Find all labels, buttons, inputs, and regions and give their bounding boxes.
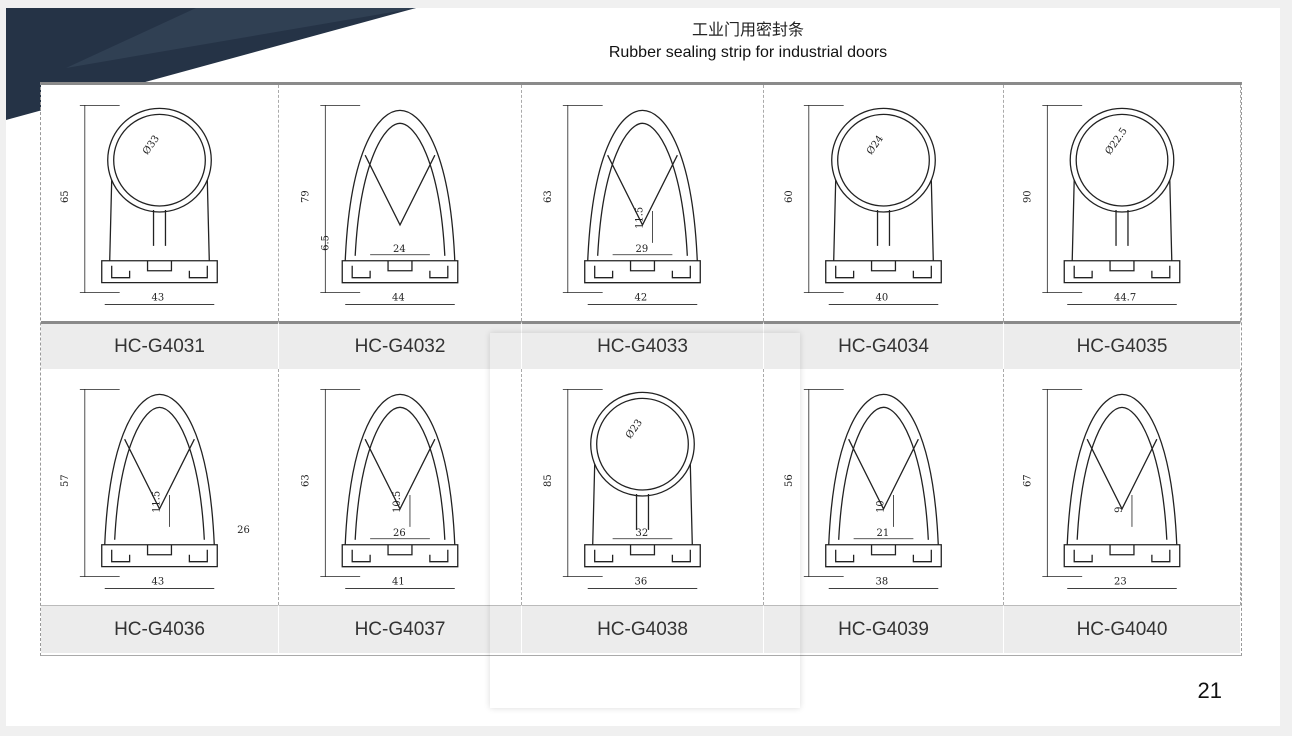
gap-dimension: 6.5 [320,235,331,251]
product-drawing-hc-g4039: 56 38 21 10 [764,369,1004,605]
slot-dimension: 10 [876,500,887,513]
profile-drawing: 56 38 21 10 [784,389,942,589]
diameter-dimension: Ø24 [865,134,886,157]
profile-drawing: 65 43 Ø33 [60,105,218,305]
profile-drawing: 57 43 11.5 26 [60,389,250,589]
width-dimension: 43 [152,577,165,588]
inner-dimension: 26 [393,528,406,539]
product-drawing-hc-g4038: 85 36 Ø23 32 [522,369,764,605]
product-code-label: HC-G4037 [279,605,522,653]
inner-dimension: 32 [636,528,649,539]
height-dimension: 79 [300,190,311,203]
height-dimension: 57 [60,474,71,487]
diameter-dimension: Ø23 [624,418,645,441]
width-dimension: 23 [1114,577,1127,588]
diameter-dimension: Ø22.5 [1103,126,1129,157]
width-dimension: 36 [635,577,648,588]
catalog-slide: 工业门用密封条 Rubber sealing strip for industr… [6,8,1280,726]
product-drawing-hc-g4032: 79 44 24 6.5 [279,85,522,321]
width-dimension: 38 [876,577,889,588]
product-code-label: HC-G4039 [764,605,1004,653]
width-dimension: 42 [635,293,648,304]
product-code-label: HC-G4034 [764,321,1004,369]
product-drawing-hc-g4037: 63 41 26 10.5 [279,369,522,605]
profile-drawing: 60 40 Ø24 [784,105,942,305]
title-english: Rubber sealing strip for industrial door… [608,44,888,61]
inner-dimension: 21 [877,528,890,539]
product-drawing-hc-g4034: 60 40 Ø24 [764,85,1004,321]
height-dimension: 60 [784,190,795,203]
height-dimension: 63 [300,474,311,487]
height-dimension: 67 [1022,474,1033,487]
product-code-label: HC-G4031 [41,321,279,369]
profile-drawing: 85 36 Ø23 32 [543,389,701,589]
width-dimension: 40 [876,293,889,304]
product-drawing-hc-g4033: 63 42 29 11.5 [522,85,764,321]
width-dimension: 41 [392,577,405,588]
height-dimension: 90 [1022,190,1033,203]
product-code-label: HC-G4036 [41,605,279,653]
product-code-label: HC-G4040 [1004,605,1241,653]
page-number: 21 [1197,678,1222,703]
product-drawing-hc-g4031: 65 43 Ø33 [41,85,279,321]
profile-drawing: 67 23 9 [1022,389,1181,589]
profile-drawing: 79 44 24 6.5 [300,105,459,305]
diameter-dimension: Ø33 [141,134,162,157]
profile-drawing: 90 44.7 Ø22.5 [1022,105,1181,305]
product-code-label: HC-G4038 [522,605,764,653]
height-dimension: 65 [60,190,71,203]
profile-drawing: 63 41 26 10.5 [300,389,459,589]
profile-drawing: 63 42 29 11.5 [543,105,701,305]
inner-dimension: 29 [636,244,649,255]
product-drawing-hc-g4036: 57 43 11.5 26 [41,369,279,605]
title-chinese: 工业门用密封条 [691,20,804,39]
product-code-label: HC-G4032 [279,321,522,369]
product-code-label: HC-G4035 [1004,321,1241,369]
product-code-label: HC-G4033 [522,321,764,369]
height-dimension: 63 [543,190,554,203]
product-drawing-hc-g4040: 67 23 9 [1004,369,1241,605]
slot-dimension: 9 [1114,507,1125,513]
slot-dimension: 10.5 [392,491,403,513]
height-dimension: 85 [543,474,554,487]
width-dimension: 44 [392,293,405,304]
inner-dimension: 24 [393,244,406,255]
slot-dimension: 11.5 [152,491,163,513]
product-drawing-hc-g4035: 90 44.7 Ø22.5 [1004,85,1241,321]
height-dimension: 56 [784,474,795,487]
width-dimension: 44.7 [1114,293,1136,304]
side-dimension: 26 [237,525,250,536]
slot-dimension: 11.5 [635,207,646,229]
width-dimension: 43 [152,293,165,304]
